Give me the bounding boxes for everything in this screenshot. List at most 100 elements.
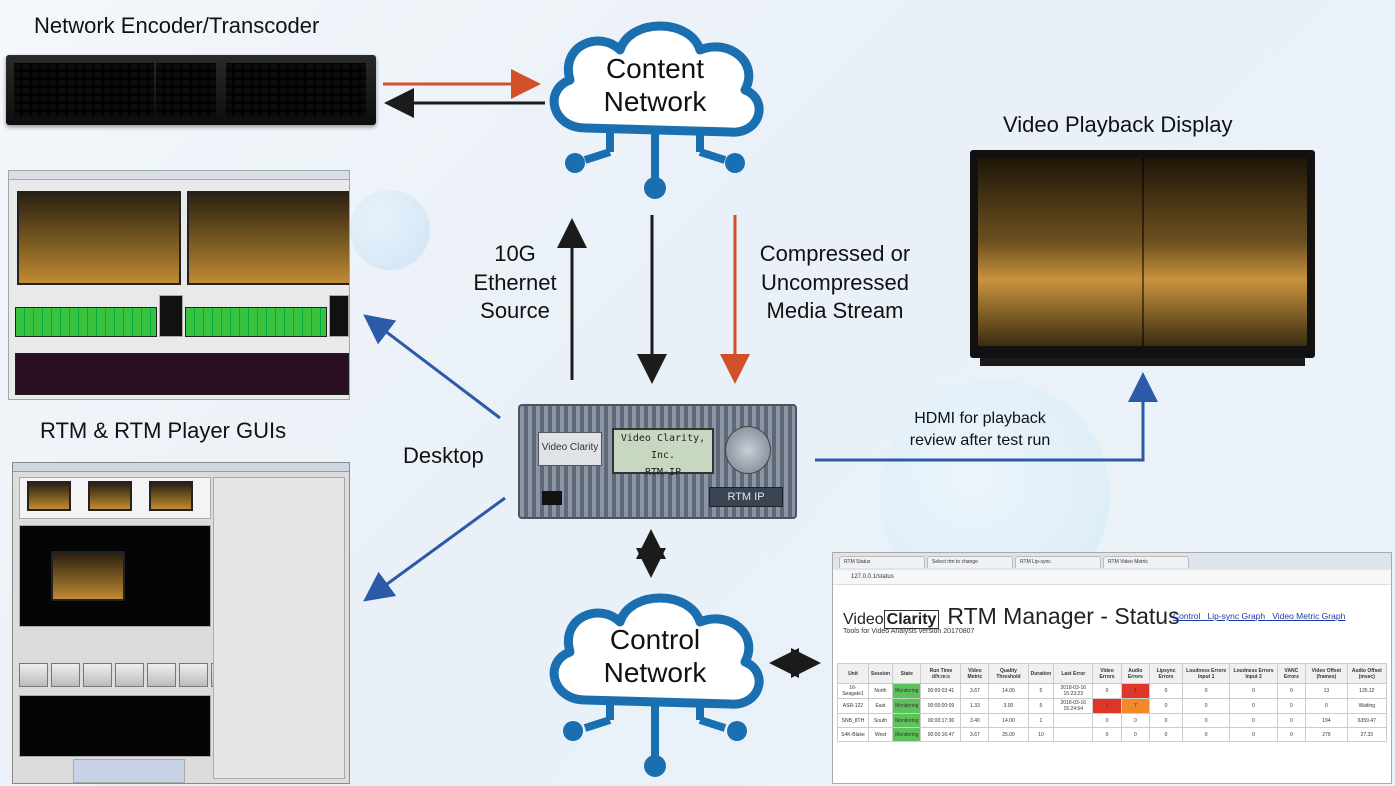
rtm-ip-device-image: Video Clarity Video Clarity, Inc. RTM-IP… <box>518 404 797 519</box>
desktop-label: Desktop <box>403 443 484 468</box>
table-cell: 3.00 <box>988 698 1029 714</box>
table-cell: 0 <box>1276 713 1307 728</box>
table-header: Session <box>867 663 894 684</box>
rtm-guis-label: RTM & RTM Player GUIs <box>40 418 287 443</box>
table-cell: 3.67 <box>960 683 990 699</box>
table-cell: 14.00 <box>988 683 1029 699</box>
table-cell: 135.12 <box>1346 683 1388 699</box>
rtm-manager-title: RTM Manager - Status <box>947 603 1180 629</box>
table-cell: Waiting <box>1346 698 1388 714</box>
table-cell: 25.00 <box>988 727 1029 742</box>
device-badge: RTM IP <box>709 487 783 507</box>
table-cell: East <box>867 698 894 714</box>
table-cell: 2018-03-16 15:24:54 <box>1053 698 1094 714</box>
table-cell: South <box>867 713 894 728</box>
table-cell: 0 <box>1120 713 1151 728</box>
table-cell: 0 <box>1229 683 1278 699</box>
table-header: Audio Offset (msec) <box>1346 663 1388 684</box>
table-header: Video Offset (frames) <box>1305 663 1348 684</box>
table-cell: 0 <box>1092 683 1122 699</box>
table-cell: S4K-Blake <box>837 727 869 742</box>
table-cell: 0 <box>1229 698 1278 714</box>
table-cell: 2018-03-16 15:23:23 <box>1053 683 1094 699</box>
table-cell: 194 <box>1305 713 1348 728</box>
table-cell: Monitoring <box>892 727 922 742</box>
browser-tab-bar: RTM Status Select rtm to change RTM Lip-… <box>833 553 1391 570</box>
table-cell: 5 <box>1027 698 1055 714</box>
device-lcd: Video Clarity, Inc. RTM-IP <box>612 428 714 478</box>
table-header: Video Errors <box>1092 663 1122 684</box>
table-header: Run Time d/h:m:s <box>920 663 962 684</box>
device-lcd-line2: RTM-IP <box>644 467 682 478</box>
video-playback-label: Video Playback Display <box>1003 112 1233 137</box>
table-cell: 00:00:16:47 <box>920 727 962 742</box>
table-header: Duration <box>1027 663 1055 684</box>
browser-tab[interactable]: Select rtm to change <box>927 556 1013 568</box>
content-network-cloud-icon <box>549 21 764 199</box>
link-video-metric-graph[interactable]: Video Metric Graph <box>1272 611 1346 621</box>
network-encoder-image <box>6 55 376 125</box>
table-cell: 3.67 <box>960 727 990 742</box>
browser-tab[interactable]: RTM Video Metric <box>1103 556 1189 568</box>
table-cell: West <box>867 727 894 742</box>
table-cell: 6359.47 <box>1346 713 1388 728</box>
table-cell: 0 <box>1181 727 1231 742</box>
table-header: Loudness Errors Input 1 <box>1181 663 1231 684</box>
table-cell: 27.33 <box>1346 727 1388 742</box>
table-cell: 0 <box>1229 713 1278 728</box>
table-header: Loudness Errors Input 2 <box>1229 663 1278 684</box>
table-cell: Monitoring <box>892 683 922 699</box>
table-cell: 1 <box>1120 683 1151 699</box>
table-cell: 0 <box>1276 727 1307 742</box>
table-header: VANC Errors <box>1276 663 1307 684</box>
table-cell: 0 <box>1149 713 1183 728</box>
video-playback-display-image <box>970 150 1315 366</box>
table-cell: Monitoring <box>892 698 922 714</box>
table-cell: 0 <box>1149 698 1183 714</box>
link-lipsync-graph[interactable]: Lip-sync Graph <box>1207 611 1266 621</box>
hdmi-label: HDMI for playback review after test run <box>909 410 1051 450</box>
table-cell: 0 <box>1276 683 1307 699</box>
table-header: Video Metric <box>960 663 990 684</box>
table-cell: 00:00:03:41 <box>920 683 962 699</box>
arrow-hdmi-to-display <box>815 372 1158 462</box>
table-cell: 0 <box>1276 698 1307 714</box>
browser-address-bar[interactable]: 127.0.0.1/status <box>833 570 1391 585</box>
browser-tab[interactable]: RTM Lip-sync <box>1015 556 1101 568</box>
browser-tab[interactable]: RTM Status <box>839 556 925 568</box>
table-cell: 16-Seagate1 <box>837 683 869 699</box>
rtm-manager-browser-window: RTM Status Select rtm to change RTM Lip-… <box>832 552 1392 784</box>
table-cell <box>1053 727 1094 742</box>
table-cell: 1 <box>1092 698 1122 714</box>
table-cell <box>1053 713 1094 728</box>
device-logo: Video Clarity <box>538 432 602 466</box>
rtm-manager-subtitle: Tools for Video Analysis version 2017080… <box>843 628 975 635</box>
media-stream-label: Compressed or Uncompressed Media Stream <box>759 241 911 324</box>
table-cell: 0 <box>1092 727 1122 742</box>
table-cell: 0 <box>1181 683 1231 699</box>
rtm-manager-nav-links: Control Lip-sync Graph Video Metric Grap… <box>1173 611 1391 621</box>
ethernet-source-label: 10G Ethernet Source <box>473 241 557 324</box>
rtm-monitor-gui-image <box>8 170 350 400</box>
table-cell: 0 <box>1229 727 1278 742</box>
table-header: Quality Threshold <box>988 663 1029 684</box>
arrow-desktop-to-player-gui <box>363 496 506 602</box>
table-cell: North <box>867 683 894 699</box>
table-cell: 279 <box>1305 727 1348 742</box>
arrow-desktop-to-rtm-gui <box>363 314 501 420</box>
control-network-label: Control Network <box>603 624 707 689</box>
table-cell: 0 <box>1149 683 1183 699</box>
table-header: Audio Errors <box>1120 663 1151 684</box>
table-cell: 0 <box>1181 698 1231 714</box>
control-network-cloud-icon <box>549 593 764 777</box>
table-cell: 0 <box>1092 713 1122 728</box>
link-control[interactable]: Control <box>1173 611 1201 621</box>
table-cell: Monitoring <box>892 713 922 728</box>
